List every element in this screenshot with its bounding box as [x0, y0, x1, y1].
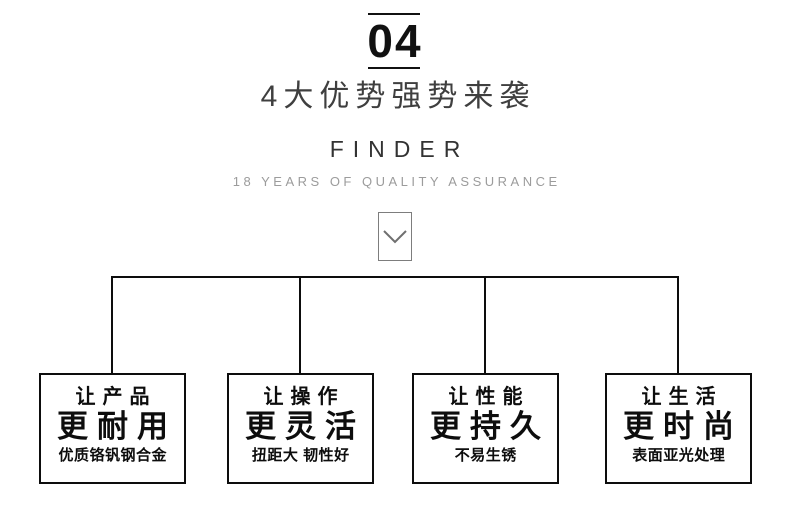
brand-name: FINDER	[0, 137, 790, 162]
connector-vertical-line-4	[677, 276, 679, 374]
advantage-card-style: 让生活 更时尚 表面亚光处理	[605, 373, 752, 484]
card-lead-text: 让产品	[75, 386, 157, 408]
brand-tagline-text: 18 YEARS OF QUALITY ASSURANCE	[232, 174, 561, 189]
card-headline: 更灵活	[229, 409, 372, 444]
card-detail: 表面亚光处理	[607, 447, 750, 465]
card-detail: 扭距大 韧性好	[229, 447, 372, 465]
card-detail-text: 不易生锈	[454, 447, 517, 464]
card-detail-text: 扭距大 韧性好	[251, 447, 350, 464]
card-lead-text: 让生活	[641, 386, 723, 408]
section-title-text: 4大优势强势来袭	[260, 80, 536, 113]
advantage-card-flexibility: 让操作 更灵活 扭距大 韧性好	[227, 373, 374, 484]
card-headline-text: 更时尚	[623, 409, 743, 444]
card-detail-text: 表面亚光处理	[632, 447, 726, 464]
chevron-down-icon	[378, 212, 412, 261]
card-lead-text: 让操作	[263, 386, 345, 408]
card-lead-text: 让性能	[448, 386, 530, 408]
card-detail-text: 优质铬钒钢合金	[58, 447, 167, 464]
card-headline: 更时尚	[607, 409, 750, 444]
brand-tagline: 18 YEARS OF QUALITY ASSURANCE	[0, 174, 790, 189]
card-detail: 不易生锈	[414, 447, 557, 465]
card-detail: 优质铬钒钢合金	[41, 447, 184, 465]
card-headline-text: 更灵活	[245, 409, 365, 444]
card-lead: 让操作	[229, 386, 372, 408]
brand-name-text: FINDER	[329, 136, 470, 162]
section-number: 04	[367, 15, 423, 67]
advantage-card-endurance: 让性能 更持久 不易生锈	[412, 373, 559, 484]
advantage-card-durability: 让产品 更耐用 优质铬钒钢合金	[39, 373, 186, 484]
card-headline: 更持久	[414, 409, 557, 444]
card-lead: 让产品	[41, 386, 184, 408]
connector-horizontal-line	[111, 276, 679, 278]
card-headline-text: 更耐用	[57, 409, 177, 444]
connector-vertical-line-2	[299, 276, 301, 374]
decor-line-top	[368, 13, 420, 15]
card-headline: 更耐用	[41, 409, 184, 444]
connector-vertical-line-1	[111, 276, 113, 374]
decor-line-bottom	[368, 67, 420, 69]
section-title: 4大优势强势来袭	[0, 81, 790, 113]
connector-vertical-line-3	[484, 276, 486, 374]
card-headline-text: 更持久	[430, 409, 550, 444]
card-lead: 让性能	[414, 386, 557, 408]
card-lead: 让生活	[607, 386, 750, 408]
